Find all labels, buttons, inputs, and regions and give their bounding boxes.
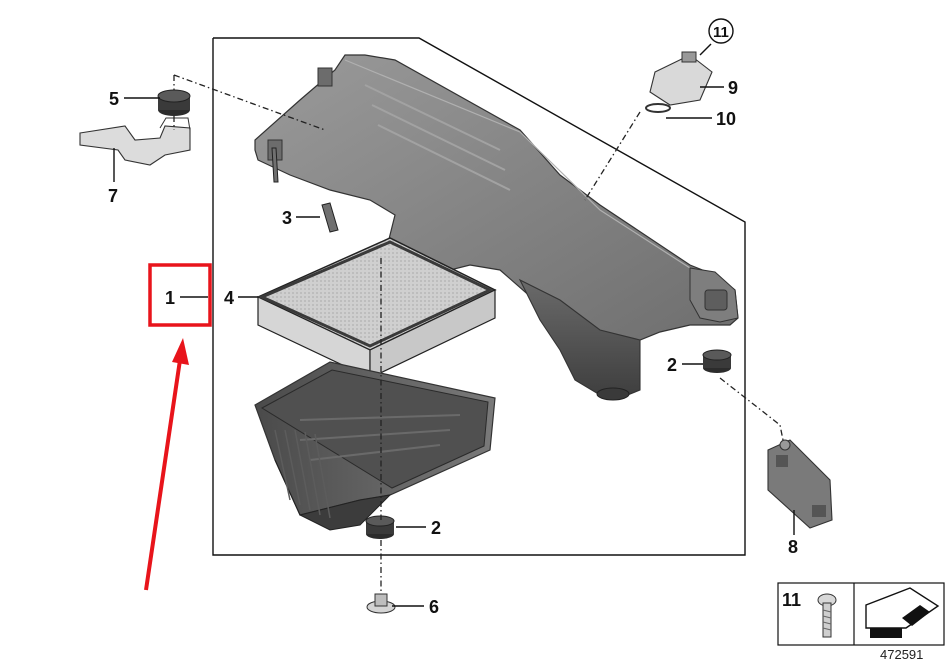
air-filter-housing-lower	[254, 361, 496, 531]
direction-arrow-icon	[865, 587, 940, 638]
callout-4: 4	[224, 288, 234, 308]
highlight-box	[148, 263, 212, 327]
callout-1: 1	[165, 288, 175, 308]
grommet-part-2-right	[702, 349, 732, 373]
callout-2-right: 2	[667, 355, 677, 375]
callout-8: 8	[788, 537, 798, 557]
screw-icon	[817, 593, 837, 638]
assembly-frame	[212, 37, 746, 556]
callout-11: 11	[713, 24, 729, 41]
callout-5: 5	[109, 89, 119, 109]
filter-element	[256, 237, 497, 379]
seal-part-10	[645, 103, 671, 113]
callout-9: 9	[728, 78, 738, 98]
grommet-part-2-bottom	[365, 515, 395, 539]
clip-part-3	[271, 147, 339, 233]
bracket-part-7	[79, 117, 191, 166]
callout-7: 7	[108, 186, 118, 206]
legend-number: 11	[782, 590, 801, 610]
sensor-part-9	[649, 51, 713, 106]
leader-lines	[113, 43, 795, 607]
callout-10: 10	[716, 109, 736, 129]
bracket-part-8	[767, 439, 833, 529]
callout-2-bottom: 2	[431, 518, 441, 538]
bolt-part-6	[366, 593, 396, 614]
air-filter-housing-lid	[254, 54, 739, 401]
legend-box: 11	[777, 582, 945, 646]
assembly-lines	[173, 74, 784, 592]
callout-3: 3	[282, 208, 292, 228]
callout-11-circle: 11	[708, 18, 734, 44]
grommet-part-5	[157, 89, 191, 116]
diagram-id: 472591	[880, 647, 923, 662]
red-arrow	[144, 338, 189, 591]
callout-6: 6	[429, 597, 439, 617]
